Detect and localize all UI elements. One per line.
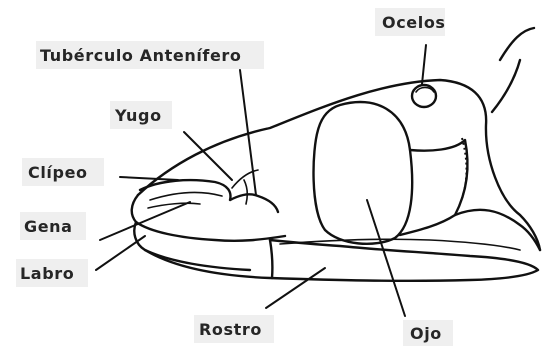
label-tuberculo: Tubérculo Antenífero [36, 41, 264, 69]
label-clipeo-text: Clípeo [28, 163, 88, 182]
yoke-line [150, 193, 222, 200]
rostrum-outline [145, 240, 538, 281]
ocellus [412, 85, 436, 107]
label-yugo-text: Yugo [114, 106, 162, 125]
label-ocelos-text: Ocelos [382, 13, 446, 32]
head-back-outline [492, 28, 534, 112]
leader-labro [96, 236, 145, 270]
label-rostro: Rostro [194, 315, 274, 343]
label-yugo: Yugo [110, 101, 172, 129]
label-ojo-text: Ojo [410, 324, 442, 343]
label-tuberculo-text: Tubérculo Antenífero [40, 46, 242, 65]
label-ojo: Ojo [403, 320, 453, 346]
label-labro-text: Labro [20, 264, 74, 283]
leader-clipeo [120, 177, 178, 180]
label-labro: Labro [16, 259, 88, 287]
leader-rostro [266, 268, 325, 308]
compound-eye [314, 102, 413, 244]
leader-gena [100, 202, 190, 240]
leader-lines [96, 45, 426, 316]
label-rostro-text: Rostro [199, 320, 262, 339]
label-ocelos: Ocelos [375, 8, 446, 36]
leader-ocelos [422, 45, 426, 84]
clypeus-area [140, 180, 278, 212]
label-clipeo: Clípeo [22, 158, 104, 186]
genal-fold [148, 203, 200, 208]
label-gena: Gena [20, 212, 86, 240]
neck-outline [455, 210, 540, 250]
labels: Ocelos Tubérculo Antenífero Yugo Clípeo … [16, 8, 453, 346]
rostrum-segment-line [270, 240, 272, 278]
label-gena-text: Gena [24, 217, 73, 236]
leader-ojo [367, 200, 405, 316]
